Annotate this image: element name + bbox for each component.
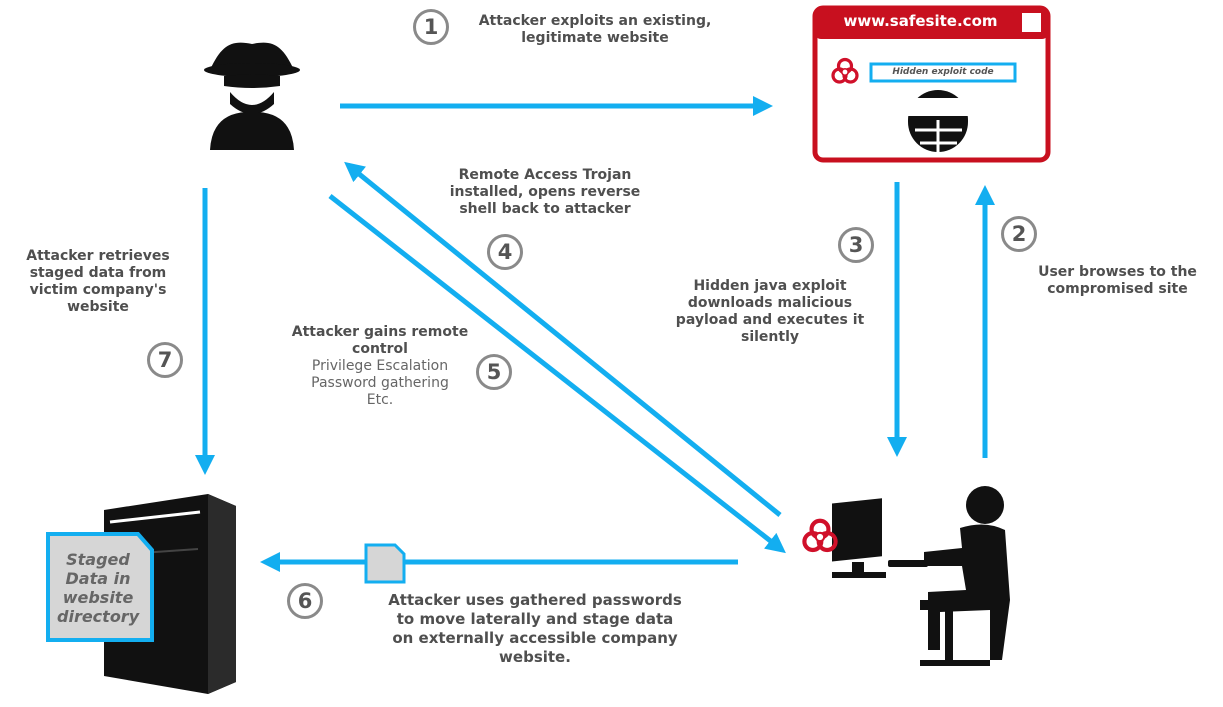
globe-www-icon — [895, 90, 981, 152]
step-5-badge: 5 — [476, 354, 512, 390]
step-1-badge: 1 — [413, 9, 449, 45]
attacker-icon — [204, 42, 300, 150]
step-5-sublabel: Privilege Escalation Password gathering … — [311, 358, 449, 408]
step-7-label: Attacker retrieves staged data from vict… — [26, 248, 170, 315]
step-3-badge: 3 — [838, 227, 874, 263]
victim-workstation-icon — [832, 486, 1010, 666]
document-icon — [46, 532, 154, 642]
step-6-badge: 6 — [287, 583, 323, 619]
step-3-label: Hidden java exploit downloads malicious … — [675, 278, 865, 345]
step-4-badge: 4 — [487, 234, 523, 270]
step-2-badge: 2 — [1001, 216, 1037, 252]
step-5-label-group: Attacker gains remote control Privilege … — [268, 324, 492, 409]
file-icon — [364, 543, 406, 584]
step-6-label: Attacker uses gathered passwords to move… — [388, 591, 682, 666]
staged-data-label: Staged Data in website directory — [57, 550, 140, 626]
website-window-icon — [812, 5, 1051, 163]
step-1-label: Attacker exploits an existing, legitimat… — [478, 13, 712, 46]
website-url: www.safesite.com — [843, 12, 998, 30]
arrow-step5 — [328, 194, 786, 554]
step-2-label: User browses to the compromised site — [1038, 264, 1197, 297]
hidden-exploit-code-label: Hidden exploit code — [892, 67, 994, 77]
step-4-label: Remote Access Trojan installed, opens re… — [449, 167, 641, 217]
step-5-label: Attacker gains remote control — [291, 324, 469, 357]
arrow-step4 — [344, 161, 782, 517]
biohazard-icon — [804, 521, 835, 550]
step-7-badge: 7 — [147, 342, 183, 378]
